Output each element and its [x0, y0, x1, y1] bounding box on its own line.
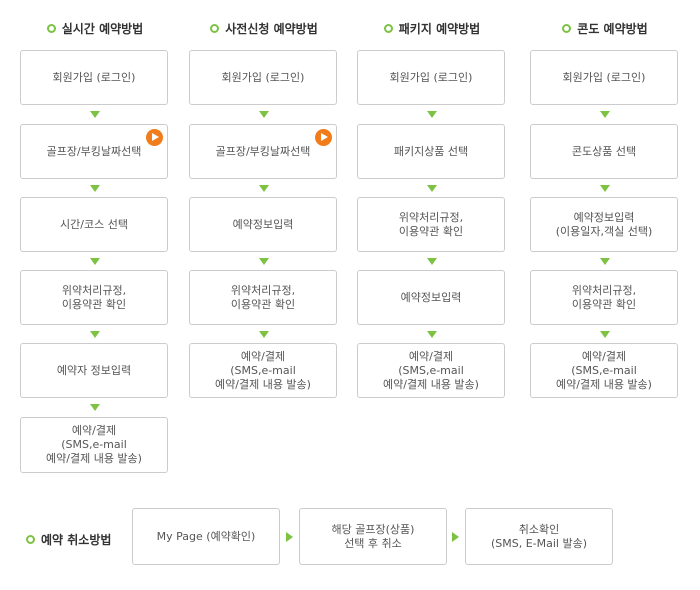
column-title: 실시간 예약방법 — [20, 18, 170, 38]
arrow-down-icon — [90, 111, 100, 118]
step-label: 회원가입 (로그인) — [562, 70, 646, 84]
step-box: 시간/코스 선택 — [20, 197, 168, 252]
step-label: 예약/결제 (SMS,e-mail 예약/결제 내용 발송) — [215, 349, 311, 391]
arrow-down-icon — [600, 111, 610, 118]
arrow-down-icon — [427, 111, 437, 118]
step-box: 회원가입 (로그인) — [20, 50, 168, 105]
column-title-text: 콘도 예약방법 — [577, 21, 648, 36]
step-box: 예약정보입력 (이용일자,객실 선택) — [530, 197, 678, 252]
step-box: 예약자 정보입력 — [20, 343, 168, 398]
arrow-down-icon — [259, 331, 269, 338]
bullet-icon — [562, 23, 572, 33]
step-label: 골프장/부킹날짜선택 — [46, 144, 142, 158]
step-label: 콘도상품 선택 — [571, 144, 637, 158]
step-box: 위약처리규정, 이용약관 확인 — [189, 270, 337, 325]
arrow-down-icon — [259, 111, 269, 118]
arrow-down-icon — [427, 258, 437, 265]
step-label: 예약/결제 (SMS,e-mail 예약/결제 내용 발송) — [556, 349, 652, 391]
step-box: 회원가입 (로그인) — [357, 50, 505, 105]
step-label: 패키지상품 선택 — [393, 144, 469, 158]
step-box: 골프장/부킹날짜선택 — [189, 124, 337, 179]
step-label: 예약정보입력 — [232, 217, 294, 231]
bullet-icon — [46, 23, 56, 33]
cancel-step-box: 해당 골프장(상품) 선택 후 취소 — [299, 508, 447, 565]
column-title: 콘도 예약방법 — [530, 18, 680, 38]
step-box: 예약/결제 (SMS,e-mail 예약/결제 내용 발송) — [530, 343, 678, 398]
step-label: 취소확인 (SMS, E-Mail 발송) — [490, 522, 588, 550]
step-box: 예약/결제 (SMS,e-mail 예약/결제 내용 발송) — [357, 343, 505, 398]
step-label: 위약처리규정, 이용약관 확인 — [398, 210, 464, 238]
play-icon[interactable] — [315, 129, 332, 146]
step-label: 회원가입 (로그인) — [389, 70, 473, 84]
step-label: 골프장/부킹날짜선택 — [215, 144, 311, 158]
step-box: 콘도상품 선택 — [530, 124, 678, 179]
bullet-icon — [383, 23, 393, 33]
step-box: 예약/결제 (SMS,e-mail 예약/결제 내용 발송) — [189, 343, 337, 398]
arrow-down-icon — [600, 258, 610, 265]
column-title-text: 사전신청 예약방법 — [225, 21, 318, 36]
column-title: 사전신청 예약방법 — [189, 18, 339, 38]
step-box: 예약정보입력 — [357, 270, 505, 325]
step-label: 예약정보입력 — [400, 290, 462, 304]
step-label: 회원가입 (로그인) — [52, 70, 136, 84]
arrow-down-icon — [600, 331, 610, 338]
step-label: 예약자 정보입력 — [56, 363, 132, 377]
step-box: 예약정보입력 — [189, 197, 337, 252]
cancel-title: 예약 취소방법 — [26, 529, 111, 549]
arrow-right-icon — [286, 532, 293, 542]
column-title: 패키지 예약방법 — [357, 18, 507, 38]
arrow-down-icon — [90, 331, 100, 338]
step-box: 골프장/부킹날짜선택 — [20, 124, 168, 179]
arrow-down-icon — [90, 185, 100, 192]
cancel-step-box: 취소확인 (SMS, E-Mail 발송) — [465, 508, 613, 565]
arrow-down-icon — [427, 185, 437, 192]
step-box: 회원가입 (로그인) — [530, 50, 678, 105]
arrow-down-icon — [600, 185, 610, 192]
step-box: 회원가입 (로그인) — [189, 50, 337, 105]
step-label: 위약처리규정, 이용약관 확인 — [230, 283, 296, 311]
step-box: 예약/결제 (SMS,e-mail 예약/결제 내용 발송) — [20, 417, 168, 473]
step-label: 위약처리규정, 이용약관 확인 — [61, 283, 127, 311]
column-title-text: 패키지 예약방법 — [398, 21, 481, 36]
step-label: 위약처리규정, 이용약관 확인 — [571, 283, 637, 311]
bullet-icon — [210, 23, 220, 33]
play-icon[interactable] — [146, 129, 163, 146]
arrow-down-icon — [90, 404, 100, 411]
step-label: 예약/결제 (SMS,e-mail 예약/결제 내용 발송) — [46, 424, 142, 465]
bullet-icon — [26, 534, 35, 544]
column-title-text: 실시간 예약방법 — [61, 21, 144, 36]
step-box: 위약처리규정, 이용약관 확인 — [20, 270, 168, 325]
arrow-down-icon — [427, 331, 437, 338]
cancel-step-box: My Page (예약확인) — [132, 508, 280, 565]
step-label: 회원가입 (로그인) — [221, 70, 305, 84]
step-label: 예약/결제 (SMS,e-mail 예약/결제 내용 발송) — [383, 349, 479, 391]
step-box: 위약처리규정, 이용약관 확인 — [357, 197, 505, 252]
step-label: My Page (예약확인) — [156, 529, 256, 543]
step-label: 해당 골프장(상품) 선택 후 취소 — [331, 522, 415, 550]
arrow-down-icon — [259, 258, 269, 265]
cancel-title-text: 예약 취소방법 — [41, 532, 112, 547]
arrow-down-icon — [259, 185, 269, 192]
step-label: 시간/코스 선택 — [60, 217, 128, 231]
arrow-down-icon — [90, 258, 100, 265]
step-box: 위약처리규정, 이용약관 확인 — [530, 270, 678, 325]
step-label: 예약정보입력 (이용일자,객실 선택) — [555, 210, 653, 238]
step-box: 패키지상품 선택 — [357, 124, 505, 179]
arrow-right-icon — [452, 532, 459, 542]
